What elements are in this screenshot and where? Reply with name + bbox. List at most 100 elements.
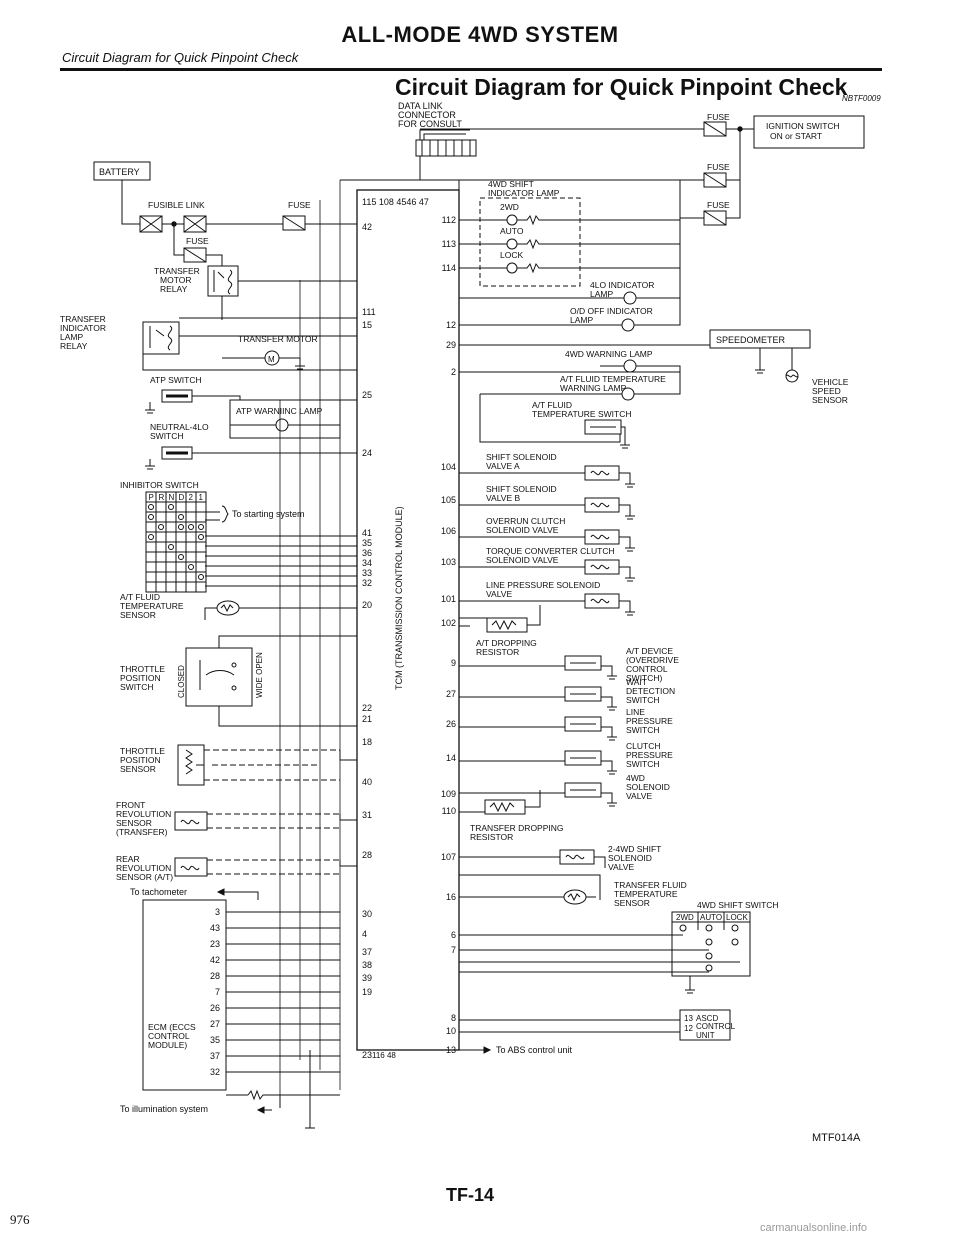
svg-text:2WD: 2WD [500,202,519,212]
svg-text:REVOLUTION: REVOLUTION [116,809,171,819]
throttle-position-switch: THROTTLE POSITION SWITCH CLOSED WIDE OPE… [120,635,357,727]
ecm-module: To tachometer ECM (ECCS CONTROL MODULE) … [130,887,340,1091]
tcm-pin-101: 101 [441,594,456,604]
svg-text:TRANSFER: TRANSFER [60,314,106,324]
svg-text:2WD: 2WD [676,913,694,922]
svg-text:FUSE: FUSE [186,236,209,246]
svg-text:IGNITION SWITCH: IGNITION SWITCH [766,121,840,131]
header-subtitle: Circuit Diagram for Quick Pinpoint Check [62,50,299,65]
tcm-pin-24: 24 [362,448,372,458]
tcm-pin-110: 110 [442,806,456,816]
transfer-motor: TRANSFER MOTOR M [222,334,318,370]
svg-text:ASCD: ASCD [696,1014,718,1023]
tcm-pin-14: 14 [446,753,456,763]
svg-text:FUSE: FUSE [707,162,730,172]
svg-text:SWITCH: SWITCH [626,725,660,735]
svg-text:CLUTCH: CLUTCH [626,741,660,751]
svg-text:SENSOR: SENSOR [120,610,156,620]
to-starting-label: To starting system [232,509,305,519]
tcm-pin-18: 18 [362,737,372,747]
svg-text:LINE: LINE [626,707,645,717]
ecm-pin-3: 3 [215,907,220,917]
tcm-pin-109: 109 [441,789,456,799]
svg-text:PRESSURE: PRESSURE [626,750,673,760]
transfer-motor-relay: TRANSFER MOTOR RELAY [154,254,357,320]
svg-text:(OVERDRIVE: (OVERDRIVE [626,655,679,665]
ecm-pin-35: 35 [210,1035,220,1045]
inhibitor-pos-R: R [159,493,165,502]
svg-text:TRANSFER FLUID: TRANSFER FLUID [614,880,687,890]
svg-text:VALVE: VALVE [626,791,652,801]
tcm-pin-10: 10 [446,1026,456,1036]
ecm-pin-32: 32 [210,1067,220,1077]
tcm-pin-113: 113 [442,239,456,249]
tcm-pin-2: 2 [451,367,456,377]
reference-code: NBTF0009 [842,94,881,103]
svg-text:INHIBITOR SWITCH: INHIBITOR SWITCH [120,480,199,490]
svg-text:SOLENOID: SOLENOID [608,853,652,863]
atp-switch: ATP SWITCH ATP WARNIINC LAMP [145,375,357,439]
svg-text:TRANSFER MOTOR: TRANSFER MOTOR [238,334,318,344]
tcm-left-pins: 4211115252441353634333220222118403128304… [362,222,376,1060]
svg-text:LAMP: LAMP [60,332,83,342]
tcm-pin-42: 42 [362,222,372,232]
svg-text:TEMPERATURE SWITCH: TEMPERATURE SWITCH [532,409,631,419]
svg-text:SOLENOID VALVE: SOLENOID VALVE [486,555,559,565]
svg-text:A/T DEVICE: A/T DEVICE [626,646,673,656]
svg-text:LOCK: LOCK [500,250,523,260]
ecm-pin-28: 28 [210,971,220,981]
svg-text:SWITCH: SWITCH [626,695,660,705]
abs-link: To ABS control unit [459,1045,573,1055]
svg-text:VALVE: VALVE [608,862,634,872]
svg-text:(TRANSFER): (TRANSFER) [116,827,168,837]
data-link-label-1: DATA LINK [398,101,443,111]
tcm-top-pins: 115 108 4546 47 [362,197,429,207]
tcm-pin-4: 4 [362,929,367,939]
tcm-pin-102: 102 [441,618,456,628]
svg-text:4WD WARNING LAMP: 4WD WARNING LAMP [565,349,653,359]
tcm-bottom-pins: 116 48 [372,1051,396,1060]
svg-text:CONTROL: CONTROL [148,1031,190,1041]
svg-text:SENSOR: SENSOR [614,898,650,908]
speedometer-label: SPEEDOMETER [716,335,786,345]
data-link-label-3: FOR CONSULT [398,119,462,129]
tcm-pin-31: 31 [362,810,372,820]
tcm-pin-40: 40 [362,777,372,787]
svg-text:SWITCH: SWITCH [120,682,154,692]
tcm-pin-26: 26 [446,719,456,729]
page-label: TF-14 [445,1185,494,1205]
circuit-diagram: 115 108 4546 47 116 48 TCM (TRANSMISSION… [60,101,865,1129]
to-tachometer-label: To tachometer [130,887,187,897]
svg-text:THROTTLE: THROTTLE [120,664,165,674]
svg-text:O/D OFF INDICATOR: O/D OFF INDICATOR [570,306,653,316]
tcm-pin-19: 19 [362,987,372,997]
tcm-pin-41: 41 [362,528,372,538]
svg-text:VEHICLE: VEHICLE [812,377,849,387]
svg-text:SHIFT SOLENOID: SHIFT SOLENOID [486,484,557,494]
shift-solenoid-2-4wd: 2-4WD SHIFT SOLENOID VALVE [459,844,661,900]
svg-text:VALVE A: VALVE A [486,461,520,471]
svg-text:ECM (ECCS: ECM (ECCS [148,1022,196,1032]
svg-text:TRANSFER DROPPING: TRANSFER DROPPING [470,823,564,833]
svg-text:VALVE: VALVE [486,589,512,599]
svg-text:SENSOR: SENSOR [120,764,156,774]
svg-text:CONTROL: CONTROL [626,664,668,674]
svg-text:To illumination system: To illumination system [120,1104,208,1114]
svg-text:LOCK: LOCK [726,913,748,922]
svg-text:4WD: 4WD [626,773,645,783]
data-link-label-2: CONNECTOR [398,110,456,120]
header-rule [60,68,882,71]
svg-text:VALVE B: VALVE B [486,493,521,503]
data-link-connector: DATA LINK CONNECTOR FOR CONSULT [398,101,477,157]
svg-text:WARNING LAMP: WARNING LAMP [560,383,627,393]
tcm-pin-103: 103 [441,557,456,567]
tcm-pin-9: 9 [451,658,456,668]
tcm-pin-39: 39 [362,973,372,983]
svg-text:THROTTLE: THROTTLE [120,746,165,756]
svg-text:A/T DROPPING: A/T DROPPING [476,638,537,648]
